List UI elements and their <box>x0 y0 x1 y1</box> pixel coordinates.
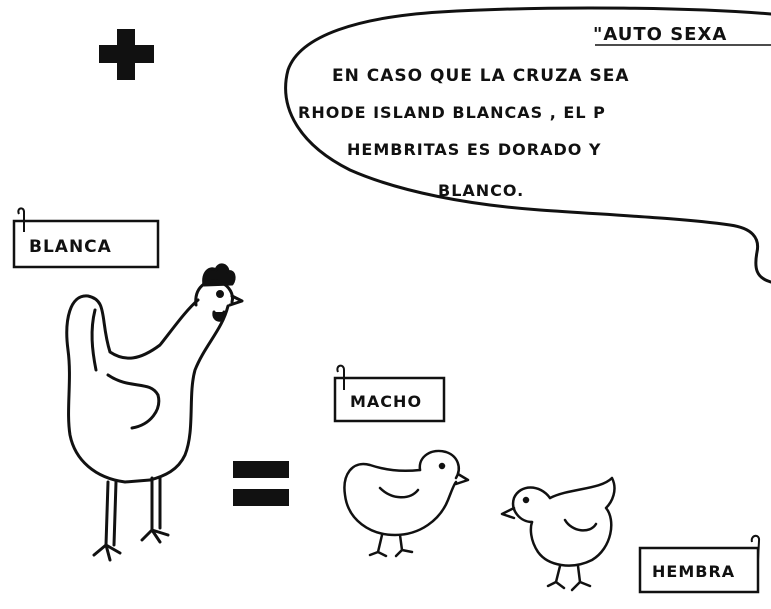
bubble-title: "AUTO SEXA <box>593 24 727 45</box>
hen-illustration <box>65 263 244 562</box>
bubble-line-2: RHODE ISLAND BLANCAS , EL P <box>298 103 606 122</box>
female-chick-illustration <box>500 476 616 592</box>
male-chick-illustration <box>343 449 470 558</box>
tag-macho: MACHO <box>333 364 446 423</box>
bubble-line-1: EN CASO QUE LA CRUZA SEA <box>332 66 630 86</box>
tag-blanca-label: BLANCA <box>29 237 112 257</box>
speech-bubble: "AUTO SEXA EN CASO QUE LA CRUZA SEA RHOD… <box>284 6 771 284</box>
bubble-line-3: HEMBRITAS ES DORADO Y <box>347 140 602 159</box>
plus-sign <box>99 29 154 80</box>
tag-macho-label: MACHO <box>350 392 422 411</box>
tag-blanca: BLANCA <box>12 207 160 269</box>
bubble-line-4: BLANCO. <box>438 181 524 200</box>
equals-sign <box>233 461 289 506</box>
tag-hembra-label: HEMBRA <box>652 562 735 581</box>
tag-hembra: HEMBRA <box>638 534 761 594</box>
